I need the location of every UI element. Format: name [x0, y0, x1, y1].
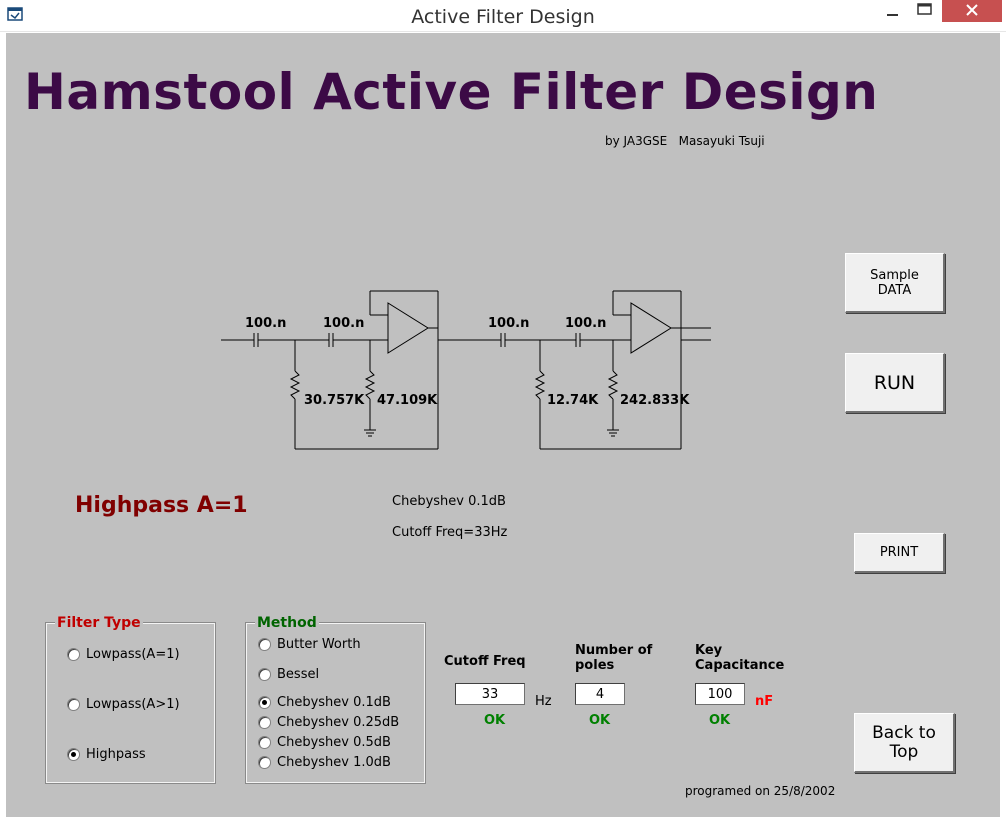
- cutoff-result-text: Cutoff Freq=33Hz: [392, 525, 508, 540]
- back-to-top-label: Back to Top: [872, 722, 936, 762]
- key-cap-label: Key Capacitance: [695, 643, 785, 673]
- radio-bessel[interactable]: Bessel: [258, 667, 319, 682]
- radio-dot-icon: [258, 736, 271, 749]
- page-title: Hamstool Active Filter Design: [24, 63, 879, 121]
- radio-label: Chebyshev 0.5dB: [277, 735, 391, 750]
- stage2-r2-label: 242.833K: [620, 393, 690, 408]
- method-legend: Method: [255, 615, 319, 631]
- title-bar: Active Filter Design: [0, 0, 1006, 32]
- radio-label: Butter Worth: [277, 637, 361, 652]
- cutoff-unit: Hz: [535, 694, 552, 709]
- close-icon[interactable]: [942, 0, 1002, 22]
- stage2-c2-label: 100.n: [565, 316, 606, 331]
- radio-dot-icon: [258, 716, 271, 729]
- cutoff-freq-label: Cutoff Freq: [444, 654, 526, 669]
- method-group: Method Butter Worth Bessel Chebyshev 0.1…: [245, 615, 426, 784]
- radio-dot-icon: [258, 668, 271, 681]
- radio-dot-icon: [258, 756, 271, 769]
- radio-dot-selected-icon: [67, 748, 80, 761]
- stage1-r2-label: 47.109K: [377, 393, 438, 408]
- back-to-top-button[interactable]: Back to Top: [854, 713, 955, 773]
- maximize-icon[interactable]: [908, 0, 942, 22]
- radio-chebyshev-025[interactable]: Chebyshev 0.25dB: [258, 715, 399, 730]
- stage2-r1-label: 12.74K: [547, 393, 599, 408]
- method-result-text: Chebyshev 0.1dB: [392, 494, 506, 509]
- filter-schematic: 100.n 100.n 30.757K 47.109K 100.n 100.n …: [221, 290, 711, 450]
- key-cap-unit: nF: [755, 694, 774, 709]
- cutoff-freq-input[interactable]: [455, 683, 525, 705]
- radio-label: Chebyshev 1.0dB: [277, 755, 391, 770]
- app-icon: [7, 7, 23, 21]
- radio-lowpass-a1[interactable]: Lowpass(A=1): [67, 647, 180, 662]
- radio-dot-selected-icon: [258, 696, 271, 709]
- radio-label: Bessel: [277, 667, 320, 682]
- radio-dot-icon: [67, 648, 80, 661]
- radio-label: Highpass: [86, 747, 146, 762]
- radio-label: Chebyshev 0.1dB: [277, 695, 391, 710]
- author-byline: by JA3GSE Masayuki Tsuji: [605, 134, 765, 148]
- cutoff-status: OK: [484, 713, 506, 728]
- radio-lowpass-agt1[interactable]: Lowpass(A>1): [67, 697, 180, 712]
- radio-highpass[interactable]: Highpass: [67, 747, 146, 762]
- key-cap-status: OK: [709, 713, 731, 728]
- programmed-date-note: programed on 25/8/2002: [685, 784, 836, 798]
- poles-status: OK: [589, 713, 611, 728]
- print-button[interactable]: PRINT: [854, 533, 945, 573]
- client-area: Hamstool Active Filter Design by JA3GSE …: [6, 33, 1000, 817]
- poles-label: Number of poles: [575, 643, 653, 673]
- radio-label: Chebyshev 0.25dB: [277, 715, 400, 730]
- radio-chebyshev-01[interactable]: Chebyshev 0.1dB: [258, 695, 391, 710]
- key-cap-input[interactable]: [695, 683, 745, 705]
- radio-chebyshev-10[interactable]: Chebyshev 1.0dB: [258, 755, 391, 770]
- sample-data-label: Sample DATA: [870, 267, 919, 298]
- radio-chebyshev-05[interactable]: Chebyshev 0.5dB: [258, 735, 391, 750]
- window-title: Active Filter Design: [411, 6, 595, 28]
- radio-label: Lowpass(A>1): [86, 697, 180, 712]
- minimize-icon[interactable]: [874, 0, 912, 22]
- stage1-c1-label: 100.n: [245, 316, 286, 331]
- filter-type-group: Filter Type Lowpass(A=1) Lowpass(A>1) Hi…: [45, 615, 216, 784]
- sample-data-button[interactable]: Sample DATA: [845, 253, 945, 313]
- filter-type-legend: Filter Type: [55, 615, 143, 631]
- radio-label: Lowpass(A=1): [86, 647, 180, 662]
- poles-input[interactable]: [575, 683, 625, 705]
- radio-butterworth[interactable]: Butter Worth: [258, 637, 361, 652]
- radio-dot-icon: [258, 638, 271, 651]
- stage1-r1-label: 30.757K: [304, 393, 365, 408]
- radio-dot-icon: [67, 698, 80, 711]
- stage2-c1-label: 100.n: [488, 316, 529, 331]
- stage1-c2-label: 100.n: [323, 316, 364, 331]
- filter-mode-label: Highpass A=1: [75, 493, 248, 518]
- run-button[interactable]: RUN: [845, 353, 945, 413]
